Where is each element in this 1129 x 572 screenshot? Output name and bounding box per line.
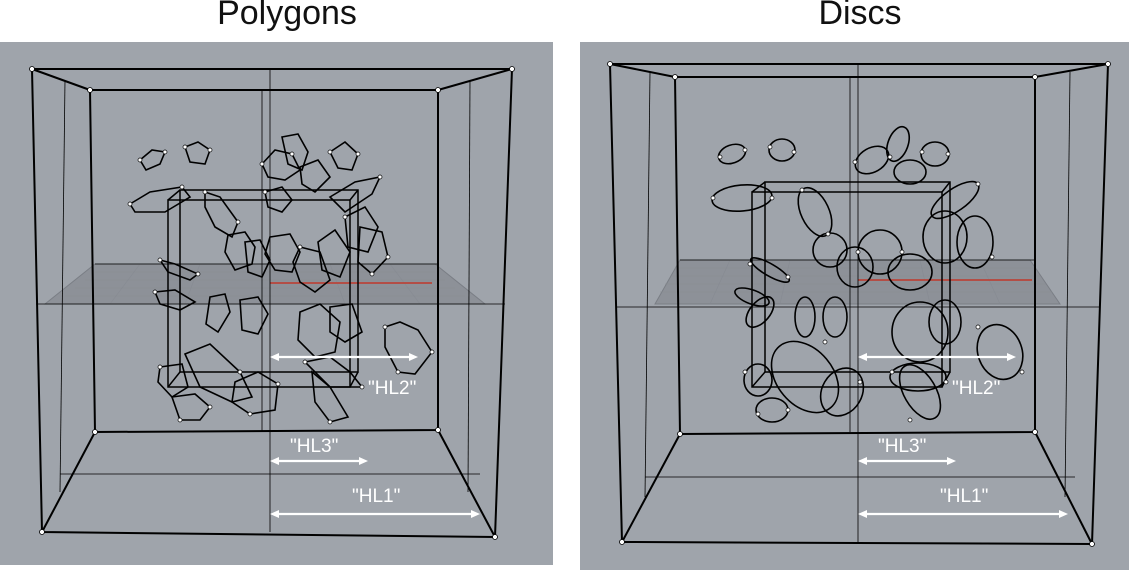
fracture-polygons [128, 133, 433, 423]
fracture-vertices [127, 144, 435, 425]
title-polygons: Polygons [217, 0, 357, 32]
grid-lines [660, 259, 1052, 305]
viewport-polygons[interactable]: "HL2" "HL3" "HL1" [0, 42, 553, 565]
outer-box-vertices [607, 61, 1111, 547]
hl-arrows [270, 353, 480, 518]
hl-arrows [858, 353, 1068, 518]
ground-grid-plane [654, 259, 1061, 305]
label-hl3: "HL3" [290, 436, 338, 457]
label-hl1: "HL1" [940, 486, 988, 507]
label-hl1: "HL1" [352, 486, 400, 507]
viewport-discs[interactable]: "HL2" "HL3" "HL1" [580, 42, 1129, 570]
fracture-discs [711, 125, 1024, 423]
disc-vertices [710, 144, 1025, 423]
label-hl3: "HL3" [878, 436, 926, 457]
outer-box-vertices [29, 66, 515, 540]
label-hl2: "HL2" [368, 378, 416, 399]
title-discs: Discs [818, 0, 902, 32]
label-hl2: "HL2" [952, 378, 1000, 399]
inner-box-wireframe [751, 181, 951, 388]
